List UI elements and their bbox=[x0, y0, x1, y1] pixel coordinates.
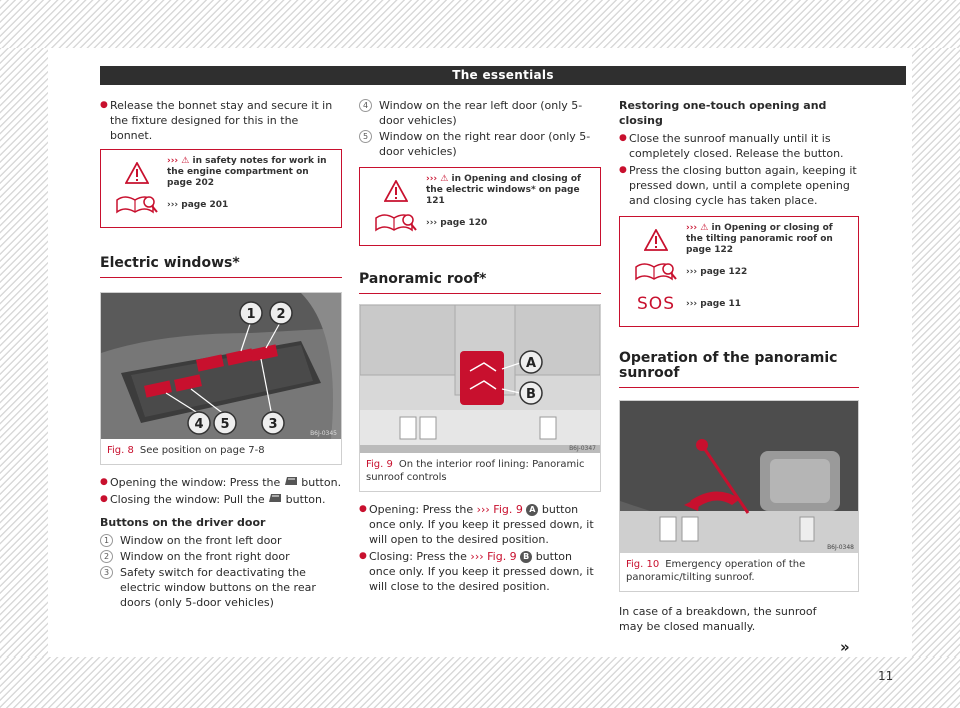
callout-2-label: 2 bbox=[276, 307, 285, 322]
figure-label: Fig. 9 bbox=[366, 459, 393, 470]
callout-5: 5 bbox=[213, 411, 237, 435]
warning-reference[interactable]: in Opening or closing of the tilting pan… bbox=[686, 223, 833, 255]
callout-4-label: 4 bbox=[194, 417, 203, 432]
figure-code: B6J-0348 bbox=[827, 544, 854, 551]
section-title-panoramic-roof: Panoramic roof* bbox=[359, 272, 601, 294]
window-button-icon bbox=[269, 494, 282, 502]
key-b-badge: B bbox=[520, 551, 533, 563]
warning-triangle-icon bbox=[107, 161, 167, 184]
callout-3-label: 3 bbox=[268, 417, 277, 432]
section-title-operation-sunroof: Operation of the panoramic sunroof bbox=[619, 351, 859, 388]
book-magnifier-icon bbox=[626, 261, 686, 283]
continue-mark: » bbox=[840, 638, 850, 656]
page-number: 11 bbox=[878, 669, 894, 683]
figure-caption: On the interior roof lining: Panoramic s… bbox=[366, 459, 585, 483]
key-a-badge: A bbox=[526, 504, 539, 516]
figure-link[interactable]: ››› Fig. 9 bbox=[470, 550, 517, 563]
callout-1: 1 bbox=[239, 301, 263, 325]
page-border-right bbox=[912, 48, 960, 657]
figure-8-image: 1 2 3 4 5 B6J-0345 bbox=[101, 293, 341, 439]
page-header: The essentials bbox=[100, 66, 906, 85]
sos-page-reference[interactable]: page 11 bbox=[700, 298, 741, 309]
reference-box: ››› ⚠ in Opening or closing of the tilti… bbox=[619, 216, 859, 327]
callout-1-label: 1 bbox=[246, 307, 255, 322]
reference-box: ››› ⚠ in Opening and closing of the elec… bbox=[359, 167, 601, 246]
callout-3: 3 bbox=[261, 411, 285, 435]
warning-triangle-icon bbox=[366, 179, 426, 202]
column-right: Restoring one-touch opening and closing … bbox=[619, 98, 859, 637]
bullet-press-closing: Press the closing button again, keeping … bbox=[619, 163, 859, 208]
reference-box: ››› ⚠ in safety notes for work in the en… bbox=[100, 149, 342, 228]
warning-triangle-icon bbox=[626, 228, 686, 251]
page-reference[interactable]: page 122 bbox=[700, 266, 748, 277]
figure-code: B6J-0345 bbox=[310, 430, 337, 437]
book-magnifier-icon bbox=[107, 194, 167, 216]
bullet-closing-roof: Closing: Press the ››› Fig. 9 B button o… bbox=[359, 549, 601, 594]
page-border-top bbox=[0, 0, 960, 48]
callout-4: 4 bbox=[187, 411, 211, 435]
column-left: Release the bonnet stay and secure it in… bbox=[100, 98, 342, 611]
figure-link[interactable]: ››› Fig. 9 bbox=[476, 503, 523, 516]
breakdown-text: In case of a breakdown, the sunroof may … bbox=[619, 605, 817, 633]
figure-9-image: A B B6J-0347 bbox=[360, 305, 600, 453]
bullet-opening-window: Opening the window: Press the button. bbox=[100, 475, 342, 490]
manual-page: The essentials Release the bonnet stay a… bbox=[48, 48, 912, 683]
page-border-left bbox=[0, 48, 48, 657]
section-title-electric-windows: Electric windows* bbox=[100, 256, 342, 278]
buttons-heading: Buttons on the driver door bbox=[100, 516, 266, 529]
book-magnifier-icon bbox=[366, 212, 426, 234]
bullet-close-manually: Close the sunroof manually until it is c… bbox=[619, 131, 859, 161]
callout-b: B bbox=[519, 381, 543, 405]
sos-icon: SOS bbox=[637, 293, 675, 314]
figure-label: Fig. 8 bbox=[107, 445, 134, 456]
bullet-opening-roof: Opening: Press the ››› Fig. 9 A button o… bbox=[359, 502, 601, 547]
window-button-icon bbox=[284, 477, 297, 485]
callout-2: 2 bbox=[269, 301, 293, 325]
warning-reference[interactable]: in safety notes for work in the engine c… bbox=[167, 156, 327, 188]
page-reference[interactable]: page 201 bbox=[181, 199, 229, 210]
figure-code: B6J-0347 bbox=[569, 445, 596, 452]
callout-a: A bbox=[519, 350, 543, 374]
callout-5-label: 5 bbox=[220, 417, 229, 432]
bullet-release-bonnet: Release the bonnet stay and secure it in… bbox=[100, 98, 342, 143]
restore-heading: Restoring one-touch opening and closing bbox=[619, 99, 827, 127]
figure-10-image: B6J-0348 bbox=[620, 401, 858, 553]
figure-label: Fig. 10 bbox=[626, 559, 660, 570]
callout-a-label: A bbox=[526, 356, 536, 371]
page-reference[interactable]: page 120 bbox=[440, 217, 488, 228]
callout-b-label: B bbox=[526, 387, 536, 402]
bullet-closing-window: Closing the window: Pull the button. bbox=[100, 492, 342, 507]
page-border-bottom bbox=[0, 657, 960, 708]
figure-8: 1 2 3 4 5 B6J-0345 Fig. 8 See position on… bbox=[100, 292, 342, 465]
figure-caption: Emergency operation of the panoramic/til… bbox=[626, 559, 806, 583]
figure-caption: See position on page 7-8 bbox=[139, 445, 265, 456]
warning-reference[interactable]: in Opening and closing of the electric w… bbox=[426, 174, 581, 206]
